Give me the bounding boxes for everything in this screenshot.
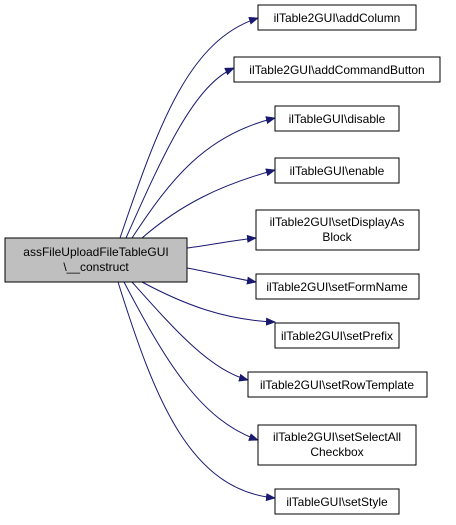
target-node-label: ilTable2GUI\addColumn xyxy=(274,11,401,25)
target-node-setprefix[interactable]: ilTable2GUI\setPrefix xyxy=(274,322,400,349)
target-node-addcommandbutton[interactable]: ilTable2GUI\addCommandButton xyxy=(233,56,441,83)
target-node-label-line-1: ilTable2GUI\setDisplayAs xyxy=(270,215,405,229)
target-node-label: ilTableGUI\enable xyxy=(290,164,385,178)
target-node-label: ilTable2GUI\setFormName xyxy=(266,280,408,294)
target-node-setrowtemplate[interactable]: ilTable2GUI\setRowTemplate xyxy=(247,371,428,398)
edge-addcolumn xyxy=(119,16,259,239)
target-node-label: ilTable2GUI\addCommandButton xyxy=(249,63,424,77)
target-node-setformname[interactable]: ilTable2GUI\setFormName xyxy=(255,273,420,300)
target-node-setstyle[interactable]: ilTableGUI\setStyle xyxy=(274,488,400,515)
target-node-setselectallcheckbox[interactable]: ilTable2GUI\setSelectAll Checkbox xyxy=(257,424,417,466)
target-node-addcolumn[interactable]: ilTable2GUI\addColumn xyxy=(257,4,417,31)
edge-setdisplayasblock xyxy=(186,234,257,249)
edge-setstyle xyxy=(117,281,276,502)
edge-setselectallcheckbox xyxy=(123,281,259,441)
edge-enable xyxy=(141,168,276,239)
target-node-label: ilTableGUI\disable xyxy=(289,112,386,126)
target-node-enable[interactable]: ilTableGUI\enable xyxy=(274,157,400,184)
target-node-label-line-2: Block xyxy=(322,230,352,244)
call-edges xyxy=(117,16,276,502)
target-node-label-line-1: ilTable2GUI\setSelectAll xyxy=(273,430,401,444)
edge-setprefix xyxy=(141,281,276,326)
source-node[interactable]: assFileUploadFileTableGUI \__construct xyxy=(4,237,188,283)
target-node-label: ilTableGUI\setStyle xyxy=(286,495,388,509)
edge-addcommandbutton xyxy=(125,67,235,239)
target-node-label: ilTable2GUI\setRowTemplate xyxy=(260,378,414,392)
edge-setformname xyxy=(186,267,257,285)
edge-disable xyxy=(131,116,276,239)
edge-setrowtemplate xyxy=(131,281,249,382)
source-node-label-line-1: assFileUploadFileTableGUI xyxy=(23,245,168,259)
target-node-disable[interactable]: ilTableGUI\disable xyxy=(274,105,400,132)
target-node-label: ilTable2GUI\setPrefix xyxy=(281,329,393,343)
target-node-setdisplayasblock[interactable]: ilTable2GUI\setDisplayAs Block xyxy=(255,209,420,251)
target-node-label-line-2: Checkbox xyxy=(310,445,363,459)
source-node-label-line-2: \__construct xyxy=(63,260,129,274)
